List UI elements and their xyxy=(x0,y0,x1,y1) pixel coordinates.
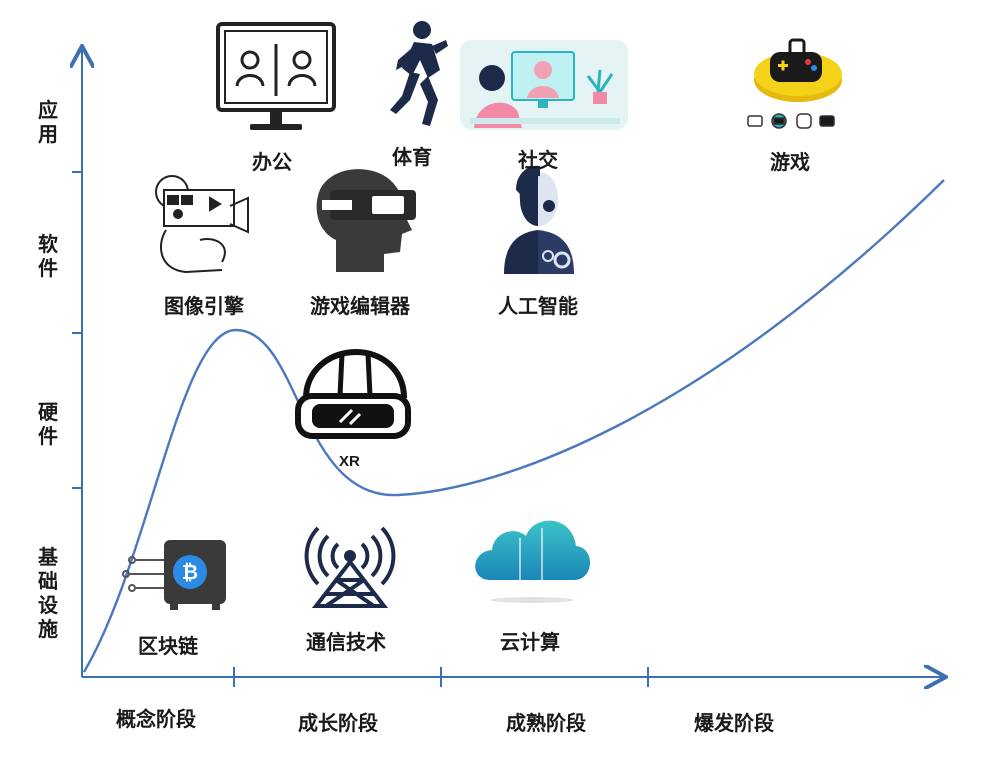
runner-icon xyxy=(390,21,448,126)
cloud-icon xyxy=(475,520,591,603)
stage-label-growth: 成长阶段 xyxy=(298,711,378,735)
xr-goggles-icon xyxy=(295,348,411,439)
vr-headset-head-icon xyxy=(316,169,416,272)
layer-label-software: 软件 xyxy=(38,232,58,280)
development-curve xyxy=(82,179,945,673)
image-engine-icon xyxy=(155,175,249,274)
layer-label-hardware: 硬件 xyxy=(38,400,58,448)
layer-label-infrastructure: 基础设施 xyxy=(38,545,58,641)
item-label-game: 游戏 xyxy=(770,150,810,174)
item-label-image-engine: 图像引擎 xyxy=(164,294,244,318)
y-axis-ticks xyxy=(72,171,82,489)
monitor-icon xyxy=(216,22,336,130)
bitcoin-safe-icon: ₿ xyxy=(122,540,226,610)
item-label-ai: 人工智能 xyxy=(498,294,578,318)
item-label-sports: 体育 xyxy=(392,145,432,169)
item-label-xr: XR xyxy=(339,453,360,470)
stage-label-explosion: 爆发阶段 xyxy=(694,711,774,735)
item-label-blockchain: 区块链 xyxy=(138,634,198,658)
stage-label-concept: 概念阶段 xyxy=(116,707,196,731)
x-axis-ticks xyxy=(233,667,649,687)
ai-person-icon xyxy=(504,165,574,274)
signal-tower-icon xyxy=(304,526,396,608)
layer-label-application: 应用 xyxy=(38,98,58,146)
item-label-office: 办公 xyxy=(252,150,292,174)
item-label-game-editor: 游戏编辑器 xyxy=(310,294,410,318)
video-call-icon xyxy=(460,40,628,130)
item-label-social: 社交 xyxy=(518,148,558,172)
item-label-cloud: 云计算 xyxy=(500,630,560,654)
game-controller-icon xyxy=(747,38,842,129)
item-label-telecom: 通信技术 xyxy=(306,630,386,654)
svg-text:₿: ₿ xyxy=(182,562,198,584)
stage-label-maturity: 成熟阶段 xyxy=(506,711,586,735)
